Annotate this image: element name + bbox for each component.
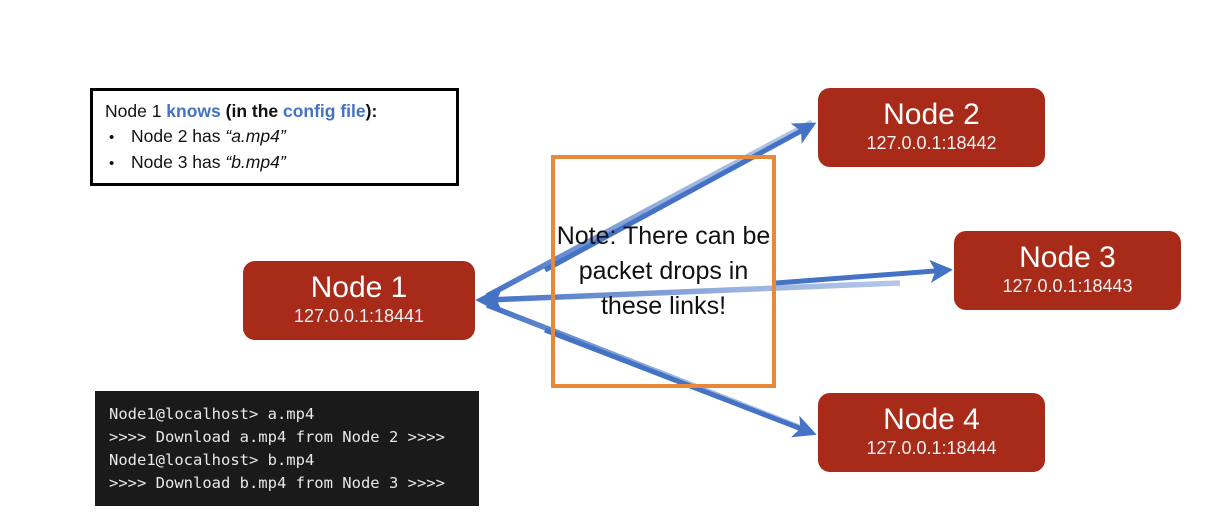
node-box-node-3[interactable]: Node 3 127.0.0.1:18443 [954, 231, 1181, 310]
bullet-text: Node 3 has “b.mp4” [131, 150, 286, 175]
knowledge-bullet-item: • Node 3 has “b.mp4” [105, 150, 446, 176]
node-address: 127.0.0.1:18442 [866, 132, 997, 153]
terminal-line: >>>> Download b.mp4 from Node 3 >>>> [109, 474, 445, 492]
bullet-marker-icon: • [109, 129, 115, 146]
note-text: Note: There can be packet drops in these… [556, 222, 771, 320]
bullet-marker-icon: • [109, 155, 115, 172]
bullet-prefix: Node 2 has [131, 126, 226, 146]
heading-part-3: ): [365, 101, 378, 121]
arrowhead-into-node1 [475, 286, 503, 314]
note-callout-box: Note: There can be packet drops in these… [551, 155, 776, 388]
node-title: Node 4 [883, 402, 980, 436]
knowledge-bullet-item: • Node 2 has “a.mp4” [105, 124, 446, 150]
node-address: 127.0.0.1:18444 [866, 437, 997, 458]
terminal-window[interactable]: Node1@localhost> a.mp4 >>>> Download a.m… [95, 391, 479, 506]
knowledge-box: Node 1 knows (in the config file): • Nod… [90, 88, 459, 186]
node-title: Node 3 [1019, 240, 1116, 274]
terminal-line: Node1@localhost> a.mp4 [109, 405, 315, 423]
node-title: Node 1 [310, 270, 408, 304]
bullet-text: Node 2 has “a.mp4” [131, 124, 286, 149]
node-box-node-1[interactable]: Node 1 127.0.0.1:18441 [243, 261, 475, 340]
heading-knows: knows [166, 101, 221, 121]
terminal-line: >>>> Download a.mp4 from Node 2 >>>> [109, 428, 445, 446]
heading-config-file: config file [282, 101, 366, 121]
knowledge-heading: Node 1 knows (in the config file): [105, 99, 446, 124]
terminal-line: Node1@localhost> b.mp4 [109, 451, 315, 469]
heading-part-1: Node 1 [105, 101, 167, 121]
node-address: 127.0.0.1:18441 [293, 305, 425, 326]
node-title: Node 2 [883, 97, 980, 131]
node-address: 127.0.0.1:18443 [1002, 275, 1133, 296]
heading-part-2: (in the [220, 101, 283, 121]
bullet-filename: “b.mp4” [225, 152, 286, 172]
node-box-node-4[interactable]: Node 4 127.0.0.1:18444 [818, 393, 1045, 472]
arrow-node1-to-node3 [775, 259, 953, 286]
bullet-prefix: Node 3 has [131, 152, 226, 172]
node-box-node-2[interactable]: Node 2 127.0.0.1:18442 [818, 88, 1045, 167]
bullet-filename: “a.mp4” [225, 126, 286, 146]
